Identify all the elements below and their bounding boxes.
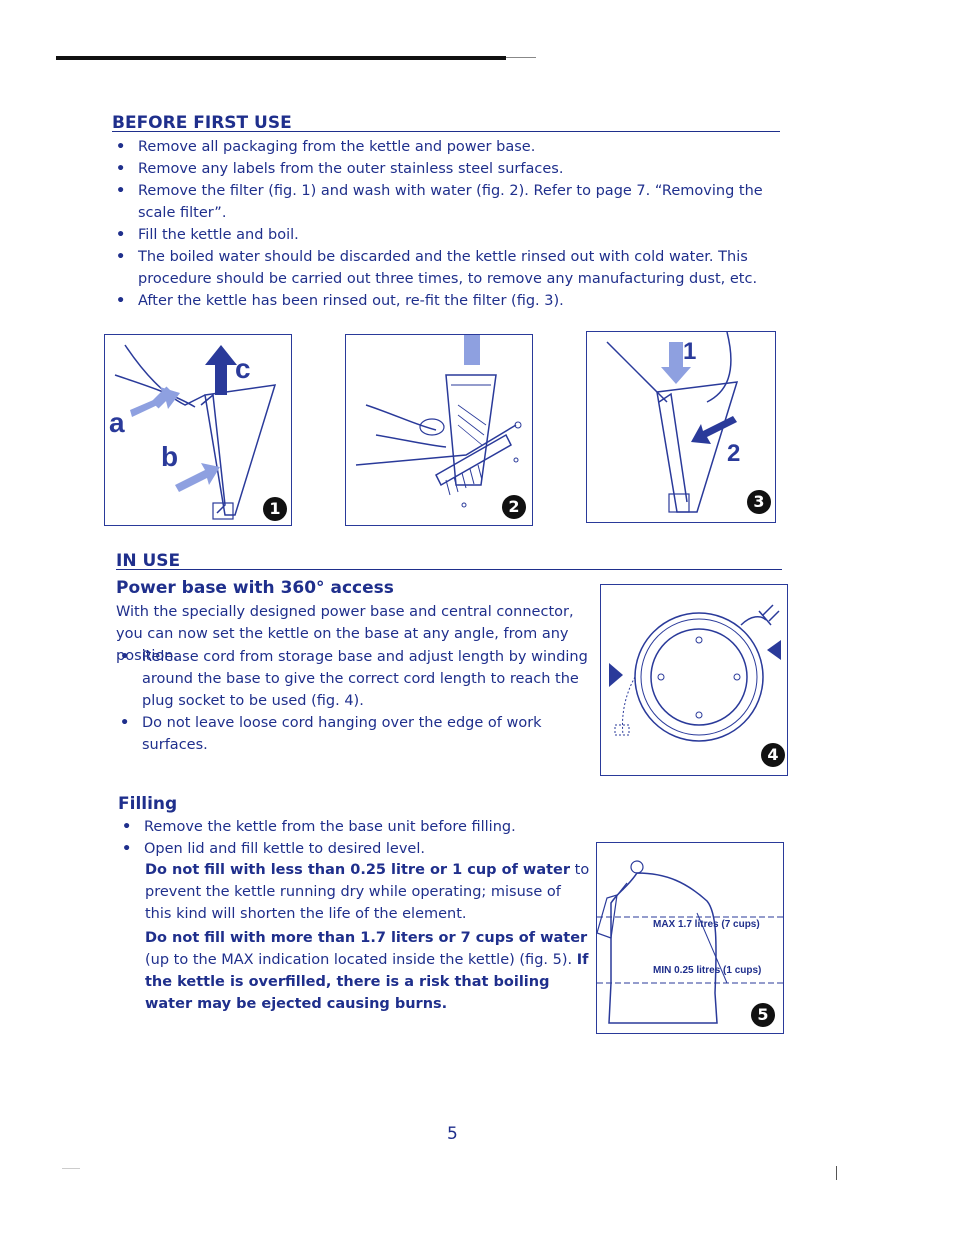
list-item: Release cord from storage base and adjus… [118, 646, 594, 712]
figure-5-illustration [597, 860, 783, 1024]
footer-mark [62, 1168, 80, 1169]
list-item: Remove any labels from the outer stainle… [114, 158, 784, 180]
before-first-use-rule [112, 131, 780, 132]
figure-2-illustration [355, 335, 522, 508]
page-number: 5 [447, 1124, 458, 1144]
list-item: Remove all packaging from the kettle and… [114, 136, 784, 158]
figure-5-number: 5 [751, 1003, 775, 1027]
min-level-label: MIN 0.25 litres (1 cups) [653, 965, 762, 976]
label-c: c [235, 353, 251, 384]
label-b: b [161, 441, 179, 472]
figure-3-illustration [606, 332, 739, 513]
margin-mark [836, 1166, 837, 1180]
label-a: a [109, 407, 125, 438]
figure-4-number: 4 [761, 743, 785, 767]
power-base-heading: Power base with 360° access [116, 578, 394, 598]
figure-5-fill-levels: MAX 1.7 litres (7 cups) MIN 0.25 litres … [596, 842, 784, 1034]
min-fill-warning: Do not fill with less than 0.25 litre or… [145, 859, 591, 925]
label-1: 1 [683, 338, 697, 365]
figure-1-filter-removal: a b c 1 [104, 334, 292, 526]
figure-1-number: 1 [263, 497, 287, 521]
figure-3-number: 3 [747, 490, 771, 514]
filling-heading: Filling [118, 794, 178, 814]
figure-4-illustration [609, 604, 781, 742]
figure-1-illustration [114, 344, 277, 520]
max-fill-warning-bold: Do not fill with more than 1.7 liters or… [145, 930, 588, 946]
top-rule-tail [506, 57, 536, 58]
list-item: After the kettle has been rinsed out, re… [114, 290, 784, 312]
list-item: Do not leave loose cord hanging over the… [118, 712, 594, 756]
in-use-rule [116, 569, 782, 570]
before-first-use-heading: BEFORE FIRST USE [112, 113, 292, 133]
list-item: The boiled water should be discarded and… [114, 246, 784, 290]
before-first-use-list: Remove all packaging from the kettle and… [114, 136, 784, 312]
min-fill-warning-text: to prevent the kettle running dry while … [145, 862, 590, 922]
figure-2-number: 2 [502, 495, 526, 519]
max-fill-warning: Do not fill with more than 1.7 liters or… [145, 927, 591, 1015]
overfill-warning-bold: If the kettle is overfilled, there is a … [145, 952, 589, 1012]
max-fill-warning-text: (up to the MAX indication located inside… [145, 952, 577, 968]
list-item: Fill the kettle and boil. [114, 224, 784, 246]
filling-list: Remove the kettle from the base unit bef… [120, 816, 590, 860]
power-base-list: Release cord from storage base and adjus… [118, 646, 594, 756]
label-2: 2 [727, 440, 741, 467]
list-item: Remove the filter (fig. 1) and wash with… [114, 180, 784, 224]
list-item: Open lid and fill kettle to desired leve… [120, 838, 590, 860]
list-item: Remove the kettle from the base unit bef… [120, 816, 590, 838]
min-fill-warning-bold: Do not fill with less than 0.25 litre or… [145, 862, 571, 878]
max-level-label: MAX 1.7 litres (7 cups) [653, 919, 760, 930]
figure-2-filter-washing: 2 [345, 334, 533, 526]
figure-3-filter-refit: 1 2 3 [586, 331, 776, 523]
top-rule [56, 56, 506, 60]
in-use-heading: IN USE [116, 551, 181, 571]
figure-4-power-base: 4 [600, 584, 788, 776]
